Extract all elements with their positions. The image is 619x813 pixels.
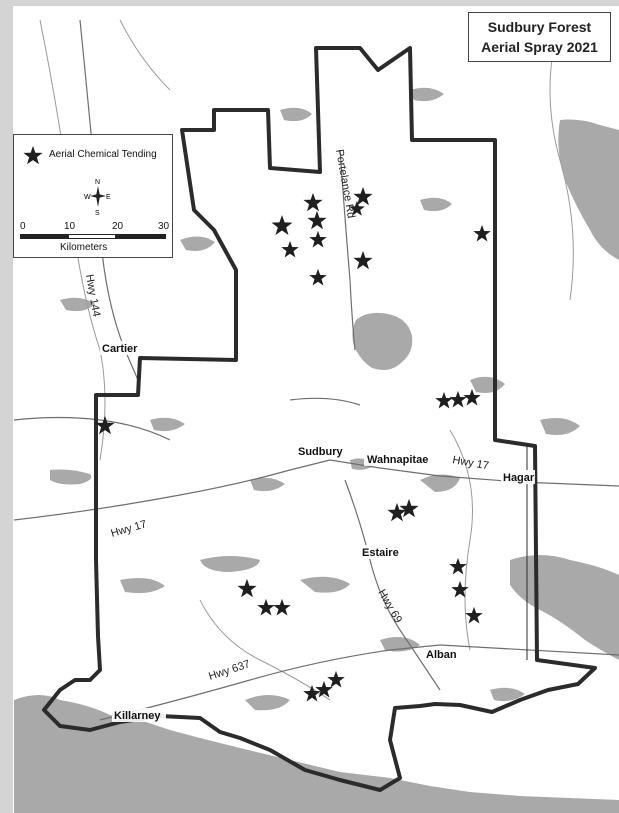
lake <box>180 236 215 251</box>
lake <box>410 87 444 102</box>
road-hwy637 <box>99 644 441 721</box>
lake <box>120 578 165 594</box>
road <box>439 644 619 656</box>
top-margin <box>0 0 619 6</box>
georgian-bay <box>14 695 619 813</box>
label-killarney: Killarney <box>114 710 161 722</box>
left-margin <box>0 0 13 813</box>
compass-e: E <box>106 194 111 201</box>
scale-bar: 0 10 20 30 Kilometers <box>20 221 170 253</box>
label-cartier: Cartier <box>102 343 138 355</box>
compass-rose-icon: N S E W <box>84 179 111 217</box>
river <box>449 429 473 651</box>
lake <box>200 556 260 572</box>
compass-n: N <box>95 179 100 186</box>
lake <box>352 312 413 370</box>
label-bg <box>364 452 426 466</box>
compass-w: W <box>84 194 91 201</box>
label-alban: Alban <box>426 649 457 661</box>
title-line-1: Sudbury Forest <box>487 19 592 35</box>
label-estaire: Estaire <box>362 547 399 559</box>
scale-segment <box>68 234 116 239</box>
map-title: Sudbury Forest Aerial Spray 2021 <box>468 12 611 62</box>
road-hwy69 <box>344 479 441 691</box>
lake <box>300 576 350 593</box>
lake <box>490 687 525 702</box>
label-bg <box>296 444 344 458</box>
star-icon <box>23 145 43 165</box>
lake <box>280 107 312 122</box>
lake <box>540 418 580 435</box>
river <box>119 19 171 91</box>
legend-item: Aerial Chemical Tending <box>22 145 172 167</box>
lake <box>245 695 290 711</box>
label-bg <box>100 341 142 355</box>
label-bg <box>501 470 535 484</box>
road-hwy17-west <box>13 459 331 521</box>
lake <box>420 474 460 492</box>
legend-item-label: Aerial Chemical Tending <box>49 149 157 160</box>
road-hwy17-east <box>329 459 619 487</box>
compass-s: S <box>95 210 100 217</box>
road-portelance <box>339 149 356 351</box>
lake <box>150 417 185 432</box>
label-wahnapitae: Wahnapitae <box>367 454 428 466</box>
road <box>13 416 171 441</box>
lake <box>250 477 285 492</box>
lake <box>50 469 92 485</box>
label-bg <box>112 708 166 722</box>
scale-tick: 20 <box>112 221 124 232</box>
lake <box>420 197 452 212</box>
lake <box>558 119 619 260</box>
label-bg <box>360 545 404 559</box>
scale-tick: 30 <box>158 221 170 232</box>
label-hagar: Hagar <box>503 472 535 484</box>
river <box>199 599 331 701</box>
scale-tick: 0 <box>20 221 26 232</box>
scale-segment <box>116 234 166 239</box>
road <box>289 397 361 406</box>
district-boundary <box>42 46 597 792</box>
scale-segment <box>20 234 68 239</box>
river <box>549 19 574 301</box>
scale-unit-label: Kilometers <box>60 242 108 253</box>
scale-tick: 10 <box>64 221 76 232</box>
label-sudbury: Sudbury <box>298 446 343 458</box>
label-bg <box>424 647 462 661</box>
title-line-2: Aerial Spray 2021 <box>481 39 598 55</box>
legend: Aerial Chemical Tending N S E W 0 10 20 … <box>13 134 173 258</box>
